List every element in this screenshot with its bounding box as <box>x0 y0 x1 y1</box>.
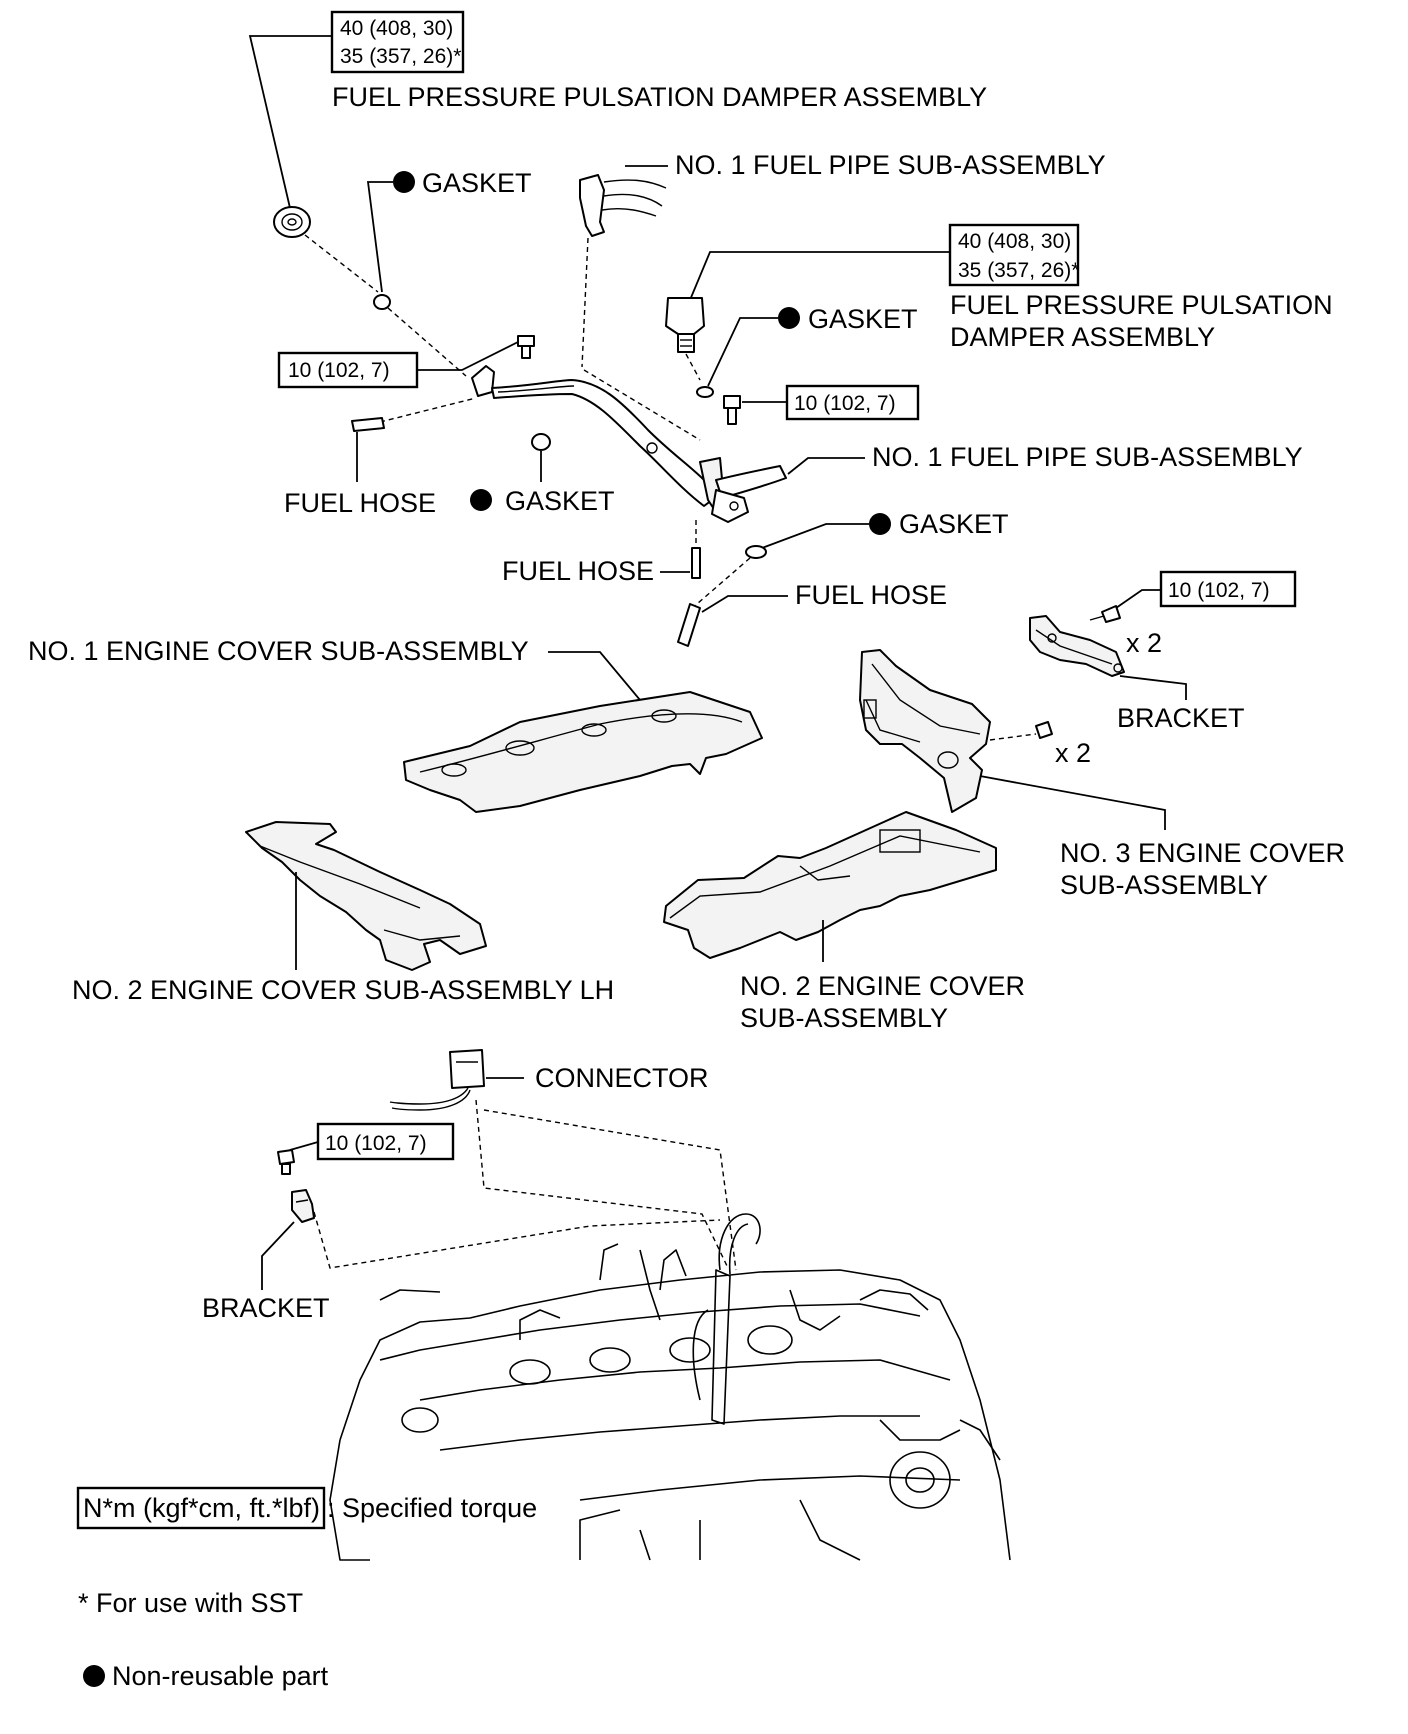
label-fppd-right-line1: FUEL PRESSURE PULSATION <box>950 290 1333 320</box>
leader-fuel-hose-right <box>701 595 788 613</box>
engine-illustration <box>329 1213 1011 1561</box>
label-gasket-right: GASKET <box>899 509 1009 539</box>
leader-bolt-connector <box>289 1141 319 1151</box>
label-engine-cover-2-line1: NO. 2 ENGINE COVER <box>740 971 1025 1001</box>
part-fuel-hose-right <box>677 603 701 647</box>
part-engine-cover-2 <box>663 811 997 959</box>
dash-pipe-connector <box>583 369 701 441</box>
torque-box-fppd-right: 40 (408, 30) 35 (357, 26)* <box>948 223 1079 287</box>
label-x2-upper: x 2 <box>1126 628 1162 658</box>
part-fuel-pipe-connector-top <box>579 174 667 237</box>
label-engine-cover-2-lh: NO. 2 ENGINE COVER SUB-ASSEMBLY LH <box>72 975 614 1005</box>
leader-bolt-left <box>417 339 523 371</box>
leader-gasket-right <box>761 523 869 549</box>
leader-fuel-pipe-right <box>787 457 865 475</box>
leader-fppd-right <box>689 251 950 301</box>
torque-bolt-mid: 10 (102, 7) <box>794 392 896 415</box>
leader-gasket-top <box>366 181 393 293</box>
part-fuel-hose-left <box>351 417 385 432</box>
nonreusable-mark-gasket-right-top <box>778 307 800 329</box>
label-fppd-right-line2: DAMPER ASSEMBLY <box>950 322 1215 352</box>
legend-torque-units: N*m (kgf*cm, ft.*lbf) <box>83 1493 320 1523</box>
dash-fuel-pipe-top <box>581 237 589 368</box>
label-fuel-pipe-top: NO. 1 FUEL PIPE SUB-ASSEMBLY <box>675 150 1106 180</box>
dash-bolt-cover-3 <box>989 733 1037 741</box>
part-bolt-bracket <box>1089 605 1121 623</box>
nonreusable-mark-gasket-top <box>393 171 415 193</box>
leader-bolt-bracket <box>1115 589 1161 609</box>
label-x2-lower: x 2 <box>1055 738 1091 768</box>
torque-fppd-top-line1: 40 (408, 30) <box>340 17 453 40</box>
torque-box-bolt-mid: 10 (102, 7) <box>785 384 920 421</box>
dash-gasket-right <box>689 557 751 611</box>
part-bracket-left <box>291 1189 315 1223</box>
leader-engine-cover-1 <box>548 651 641 701</box>
torque-box-bolt-left: 10 (102, 7) <box>277 351 419 389</box>
part-engine-cover-2-lh <box>245 821 487 971</box>
label-engine-cover-3-line2: SUB-ASSEMBLY <box>1060 870 1268 900</box>
nonreusable-mark-gasket-right <box>869 513 891 535</box>
dash-fppd-right <box>685 353 701 381</box>
dash-fuel-hose-left <box>379 397 477 423</box>
label-bracket-left: BRACKET <box>202 1293 330 1323</box>
torque-box-bolt-connector: 10 (102, 7) <box>316 1122 455 1161</box>
leader-bracket-right <box>1119 675 1187 700</box>
leader-bracket-left <box>261 1221 295 1290</box>
torque-fppd-right-line2: 35 (357, 26)* <box>958 259 1079 282</box>
torque-bolt-bracket: 10 (102, 7) <box>1168 579 1270 602</box>
part-gasket-right <box>745 545 767 559</box>
part-bolt-mid <box>723 395 741 425</box>
part-bracket-right <box>1029 615 1125 677</box>
label-connector: CONNECTOR <box>535 1063 709 1093</box>
nonreusable-mark-gasket-mid <box>470 489 492 511</box>
part-engine-cover-3 <box>859 649 991 813</box>
torque-fppd-right-line1: 40 (408, 30) <box>958 230 1071 253</box>
torque-fppd-top-line2: 35 (357, 26)* <box>340 45 461 68</box>
label-fuel-hose-right: FUEL HOSE <box>795 580 947 610</box>
label-engine-cover-1: NO. 1 ENGINE COVER SUB-ASSEMBLY <box>28 636 529 666</box>
part-engine-cover-1 <box>403 691 763 813</box>
part-fuel-hose-mid <box>691 547 701 579</box>
leader-engine-cover-3 <box>979 775 1166 830</box>
dash-fppd-left <box>304 234 379 293</box>
legend-torque: N*m (kgf*cm, ft.*lbf) : Specified torque <box>76 1486 537 1530</box>
label-fuel-pipe-right: NO. 1 FUEL PIPE SUB-ASSEMBLY <box>872 442 1303 472</box>
part-gasket-mid <box>531 433 551 451</box>
legend-nonreusable-mark <box>83 1665 105 1687</box>
torque-box-fppd-top: 40 (408, 30) 35 (357, 26)* <box>330 10 465 74</box>
legend-sst-note: * For use with SST <box>78 1588 303 1618</box>
part-gasket-top <box>373 294 391 310</box>
part-fppd-damper-right <box>665 297 705 353</box>
part-bolt-connector <box>277 1149 295 1175</box>
torque-bolt-left: 10 (102, 7) <box>288 359 390 382</box>
dash-bracket-left <box>313 1211 721 1269</box>
label-bracket-right: BRACKET <box>1117 703 1245 733</box>
label-fppd-top: FUEL PRESSURE PULSATION DAMPER ASSEMBLY <box>332 82 987 112</box>
part-fuel-pipe-main <box>471 365 787 523</box>
legend-nonreusable: Non-reusable part <box>112 1661 329 1691</box>
label-fuel-hose-left: FUEL HOSE <box>284 488 436 518</box>
leader-gasket-right-top <box>707 317 778 387</box>
part-bolt-left <box>517 335 535 359</box>
dash-connector-2 <box>483 1109 737 1271</box>
part-fppd-damper-left <box>273 206 311 238</box>
part-bolt-cover-3 <box>1035 721 1053 739</box>
torque-bolt-connector: 10 (102, 7) <box>325 1132 427 1155</box>
label-gasket-top: GASKET <box>422 168 532 198</box>
label-gasket-mid: GASKET <box>505 486 615 516</box>
leader-fppd-top <box>248 35 332 209</box>
label-engine-cover-2-line2: SUB-ASSEMBLY <box>740 1003 948 1033</box>
label-gasket-right-top: GASKET <box>808 304 918 334</box>
label-engine-cover-3-line1: NO. 3 ENGINE COVER <box>1060 838 1345 868</box>
legend-torque-desc: : Specified torque <box>327 1493 537 1523</box>
dash-connector <box>475 1099 729 1269</box>
torque-box-bolt-bracket: 10 (102, 7) <box>1159 570 1297 608</box>
label-fuel-hose-mid: FUEL HOSE <box>502 556 654 586</box>
part-connector <box>389 1049 485 1111</box>
part-gasket-right-top <box>696 386 714 398</box>
